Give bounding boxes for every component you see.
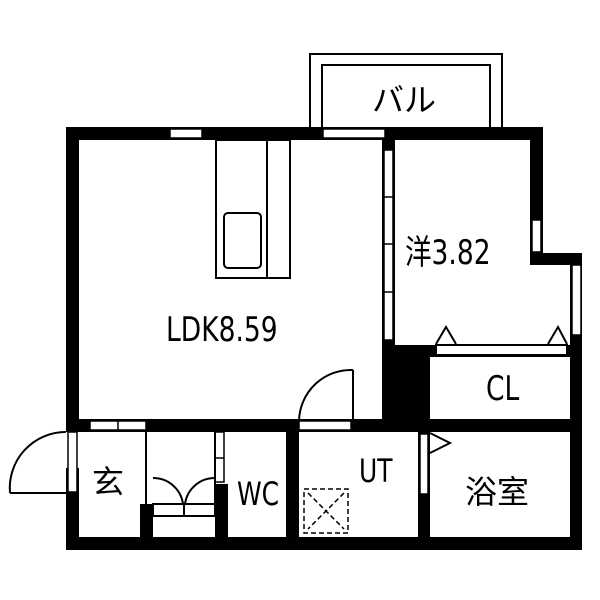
room-label-closet: CL xyxy=(486,369,520,409)
room-label-western: 洋3.82 xyxy=(405,233,491,273)
room-label-balcony: バル xyxy=(372,81,437,119)
room-label-bathroom: 浴室 xyxy=(465,473,530,511)
room-label-wc: WC xyxy=(237,475,280,513)
room-label-utility: UT xyxy=(359,452,393,490)
room-label-ldk: LDK8.59 xyxy=(166,310,278,350)
washer-space-icon xyxy=(303,488,349,534)
kitchen-counter xyxy=(215,139,291,279)
doors xyxy=(8,324,568,505)
partitions xyxy=(145,432,216,517)
windows xyxy=(67,128,582,495)
room-label-entrance: 玄 xyxy=(92,463,125,501)
